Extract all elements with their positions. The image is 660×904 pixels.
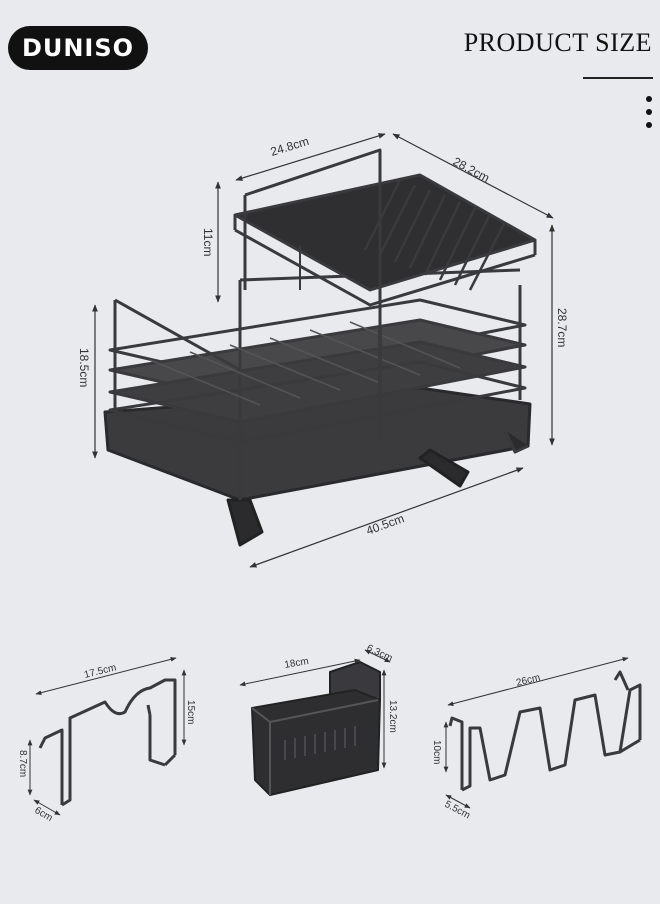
total-height-label: 28.7cm [555, 308, 569, 347]
small-holder-hook-height-label: 8.7cm [17, 750, 28, 777]
base-length-label: 40.5cm [364, 511, 406, 538]
small-holder-hook-depth-label: 6cm [33, 805, 55, 824]
caddy-dimensions [239, 649, 391, 769]
main-dimensions [92, 133, 555, 568]
large-holder-dimensions [443, 657, 629, 809]
caddy-height-label: 13.2cm [387, 700, 398, 733]
more-menu-icon[interactable] [646, 96, 654, 135]
top-height-label: 11cm [201, 228, 215, 256]
title-underline [583, 77, 653, 79]
large-holder-image [448, 670, 642, 792]
caddy-depth-label: 6.3cm [365, 643, 394, 664]
small-holder-width-label: 17.5cm [83, 662, 117, 681]
utensil-caddy-image [251, 661, 381, 796]
dish-rack-image [103, 148, 537, 547]
top-depth-label: 28.2cm [451, 154, 492, 185]
large-holder-width-label: 26cm [515, 672, 541, 689]
page-title: PRODUCT SIZE [463, 28, 652, 57]
small-holder-dimensions [27, 657, 187, 816]
small-holder-height-label: 15cm [185, 700, 196, 724]
small-holder-image [38, 678, 177, 807]
large-holder-hook-depth-label: 5.5cm [443, 799, 472, 821]
lower-height-label: 18.5cm [77, 348, 91, 387]
top-width-label: 24.8cm [269, 134, 311, 159]
brand-logo: DUNISO [8, 26, 148, 70]
large-holder-height-label: 10cm [431, 740, 442, 764]
caddy-length-label: 18cm [284, 656, 310, 671]
